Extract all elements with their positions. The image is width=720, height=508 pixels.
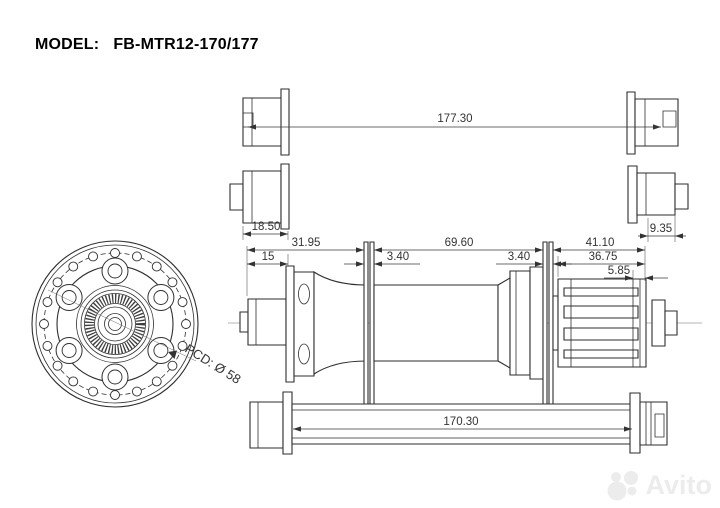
dim-left-end-cap: 18.50 — [252, 221, 281, 233]
disc-bolt-hole — [62, 344, 76, 358]
disc-bolt-hole — [108, 264, 122, 278]
hub-right-cap — [652, 300, 665, 346]
rotor-disc-front — [364, 242, 368, 404]
disc-bolt-hole — [108, 370, 122, 384]
axle-head-flange — [283, 392, 292, 454]
disc-bolt-lobes — [56, 258, 174, 390]
spoke-hole — [69, 262, 78, 271]
right-disc-back — [549, 242, 553, 404]
hub-left-cap — [248, 299, 286, 345]
left-flange-body — [294, 272, 314, 376]
axle-thread-end — [640, 402, 667, 445]
spline-bar-4 — [564, 350, 638, 358]
right-cap-body — [637, 173, 675, 215]
avito-logo-icon — [607, 471, 638, 501]
left-cap-body — [243, 171, 281, 223]
dim-bottom-axle-overall: 170.30 — [443, 416, 478, 428]
spoke-holes — [40, 249, 191, 400]
spoke-hole — [111, 249, 120, 258]
top-right-cap-flange — [627, 92, 635, 154]
spoke-hole — [53, 278, 62, 287]
disc-bolt-hole — [62, 291, 76, 305]
right-cap-flange — [628, 166, 637, 223]
rotor-disc-back — [370, 242, 374, 404]
freehub-neck — [553, 296, 558, 350]
hub-right-stub — [665, 311, 677, 335]
spoke-hole — [111, 391, 120, 400]
model-label: MODEL: — [35, 36, 100, 53]
hub-shell-left — [314, 272, 366, 374]
knurled-ring — [90, 299, 141, 350]
spoke-hole-cutout-top — [299, 284, 310, 304]
spoke-hole — [178, 298, 187, 307]
hub-left-stub — [240, 312, 248, 332]
dim-top-axle-overall: 177.30 — [437, 113, 472, 125]
axle-bore — [109, 318, 122, 331]
spline-bar-2 — [564, 306, 638, 318]
disc-bolt-hole — [154, 344, 168, 358]
top-axle-view: 177.30 — [243, 89, 678, 155]
hub-dimensions: 31.95 69.60 41.10 15 3.40 3.40 — [247, 237, 668, 296]
spoke-hole — [152, 262, 161, 271]
spoke-hole — [69, 377, 78, 386]
spoke-hole — [43, 298, 52, 307]
hub-center-tube — [374, 285, 498, 361]
dim-left-cap-seat: 15 — [262, 251, 275, 263]
spoke-hole — [43, 341, 52, 350]
watermark-text: Avito — [645, 470, 713, 500]
spline-bar-3 — [564, 328, 638, 340]
spoke-hole — [53, 361, 62, 370]
hub-front-view: PCD: Ø 58 — [32, 241, 244, 407]
disc-bolt-hole — [154, 291, 168, 305]
model-title: MODEL: FB-MTR12-170/177 — [35, 36, 259, 54]
dim-freehub-end: 5.85 — [608, 265, 630, 277]
right-cap-stub — [675, 184, 688, 209]
dim-left-disc-thickness: 3.40 — [387, 251, 409, 263]
spoke-hole — [182, 320, 191, 329]
spoke-hole — [178, 341, 187, 350]
dim-right-end-cap: 9.35 — [650, 223, 672, 235]
axle-shaft — [292, 404, 633, 444]
spoke-hole — [152, 377, 161, 386]
housing-b — [530, 267, 543, 379]
model-value: FB-MTR12-170/177 — [113, 36, 259, 53]
spoke-hole — [89, 252, 98, 261]
axle-head — [250, 402, 283, 448]
top-left-cap-body — [243, 98, 282, 146]
spoke-hole — [132, 387, 141, 396]
top-right-cap-body — [635, 99, 678, 146]
watermark: Avito — [606, 469, 713, 502]
dim-right-section: 41.10 — [586, 237, 615, 249]
housing-cone — [498, 278, 510, 368]
dim-left-flange-to-disc: 31.95 — [292, 237, 321, 249]
spline-bar-1 — [564, 288, 638, 296]
left-cap-flange — [281, 164, 289, 229]
left-end-cap-view: 18.50 — [230, 164, 289, 240]
dim-right-disc-thickness: 3.40 — [508, 251, 530, 263]
dim-freehub-body: 36.75 — [589, 251, 618, 263]
pcd-label: PCD: Ø 58 — [182, 341, 243, 387]
spoke-hole-cutout-bottom — [299, 344, 310, 364]
dim-disc-to-disc: 69.60 — [445, 237, 474, 249]
pcd-leader-arrow — [168, 350, 177, 359]
right-end-cap-view: 9.35 — [628, 166, 688, 242]
spoke-hole — [168, 278, 177, 287]
spoke-hole — [132, 252, 141, 261]
housing-a — [510, 271, 530, 375]
spoke-hole — [89, 387, 98, 396]
hub-side-view — [228, 242, 702, 414]
spoke-hole — [40, 320, 49, 329]
bottom-axle-view: 170.30 — [250, 392, 667, 454]
left-flange-plate — [286, 266, 294, 382]
spoke-hole — [168, 361, 177, 370]
right-disc-front — [543, 242, 547, 404]
left-cap-stub — [230, 184, 243, 210]
axle-end-flange — [630, 393, 640, 453]
top-left-cap-flange — [281, 89, 289, 155]
